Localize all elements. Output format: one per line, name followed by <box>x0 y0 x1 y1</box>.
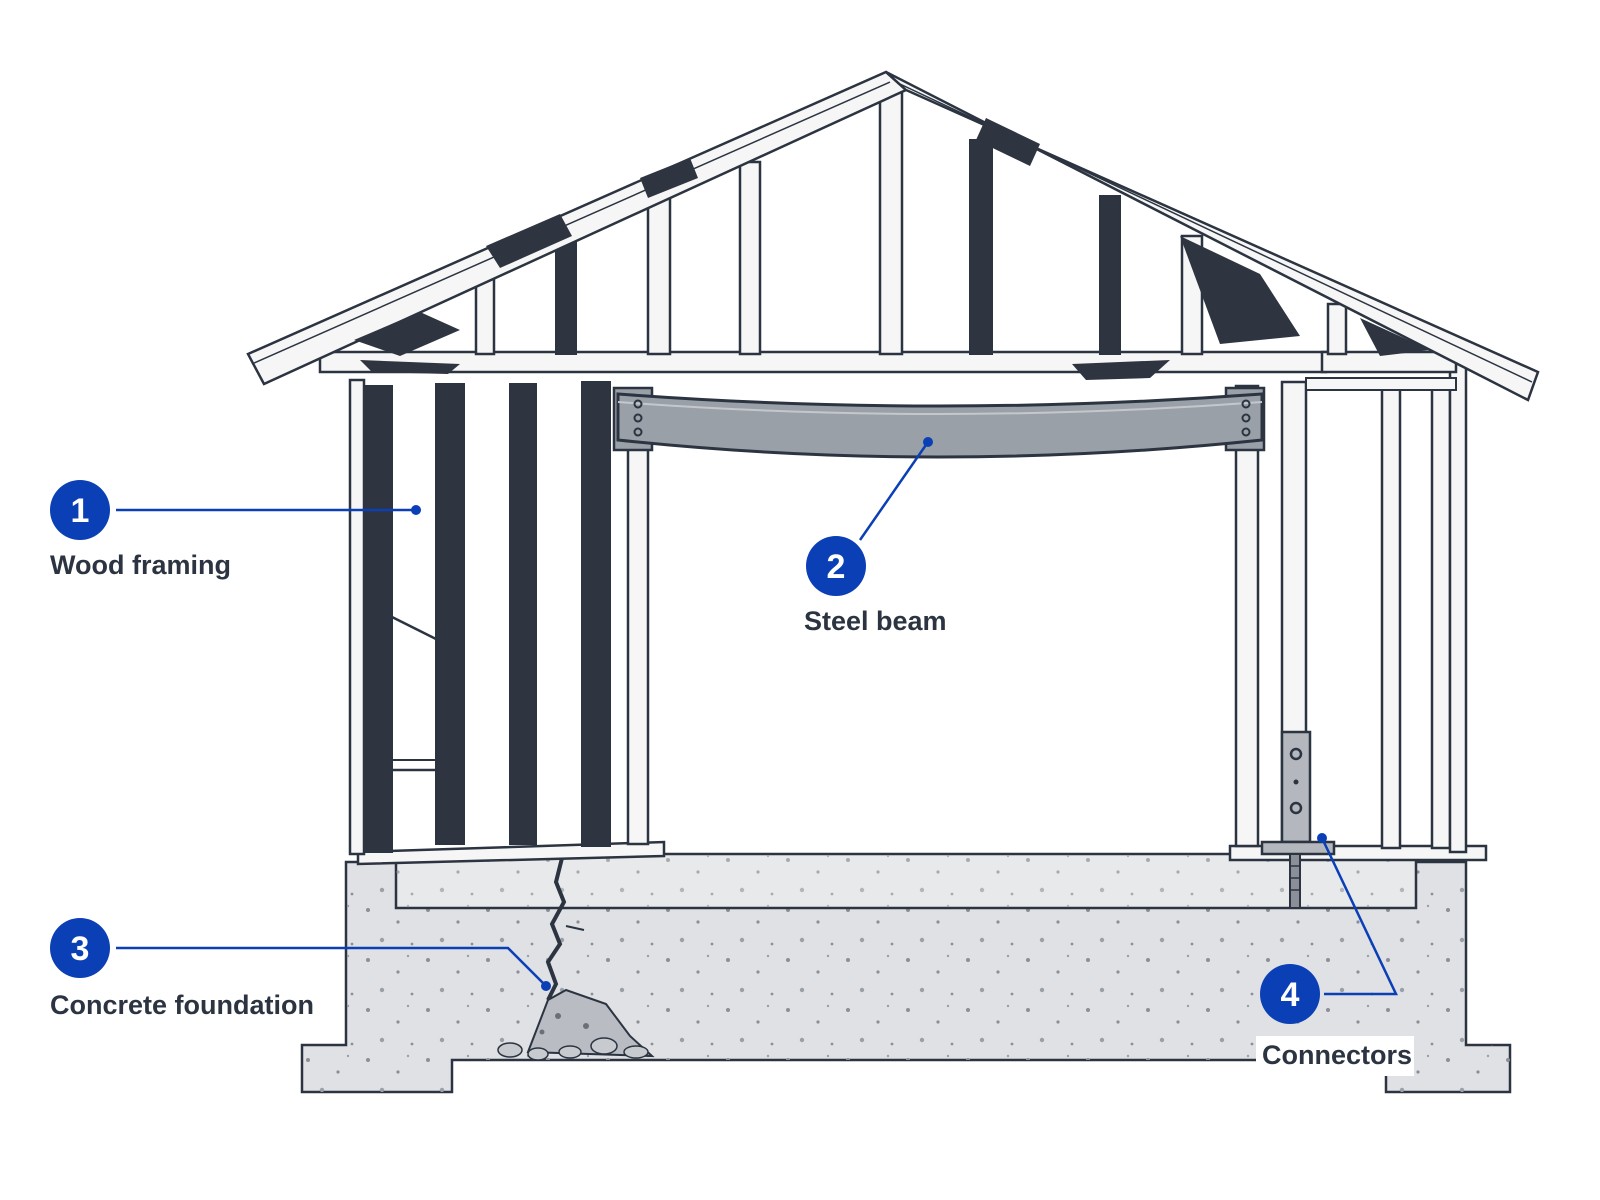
number-badge <box>50 918 110 978</box>
leader-line <box>1320 837 1398 996</box>
connector-bracket <box>1260 730 1336 909</box>
callout-label: Steel beam <box>804 606 947 636</box>
callout-wood-framing: 1 Wood framing <box>50 480 421 580</box>
steel-beam <box>612 386 1266 459</box>
badge-number: 2 <box>827 548 846 586</box>
leader-line <box>116 946 547 987</box>
leader-dot <box>411 505 421 515</box>
roof-framing <box>246 70 1540 402</box>
badge-number: 3 <box>71 930 90 968</box>
badge-number: 4 <box>1281 976 1300 1014</box>
leader-dot <box>541 981 551 991</box>
wood-framing <box>318 350 1468 856</box>
leader-dot <box>923 437 933 447</box>
leader-line <box>858 441 930 541</box>
number-badge <box>806 536 866 596</box>
callout-connectors: 4 Connectors <box>1256 833 1414 1076</box>
number-badge <box>1260 964 1320 1024</box>
number-badge <box>50 480 110 540</box>
callout-label: Wood framing <box>50 550 231 580</box>
callout-steel-beam: 2 Steel beam <box>804 437 947 636</box>
foundation-crack <box>497 857 655 1061</box>
callout-concrete-foundation: 3 Concrete foundation <box>50 918 551 1020</box>
badge-number: 1 <box>71 492 90 530</box>
callout-label: Concrete foundation <box>50 990 314 1020</box>
label-backdrop <box>1256 1036 1414 1076</box>
leader-dot <box>1317 833 1327 843</box>
callout-label: Connectors <box>1262 1040 1412 1070</box>
